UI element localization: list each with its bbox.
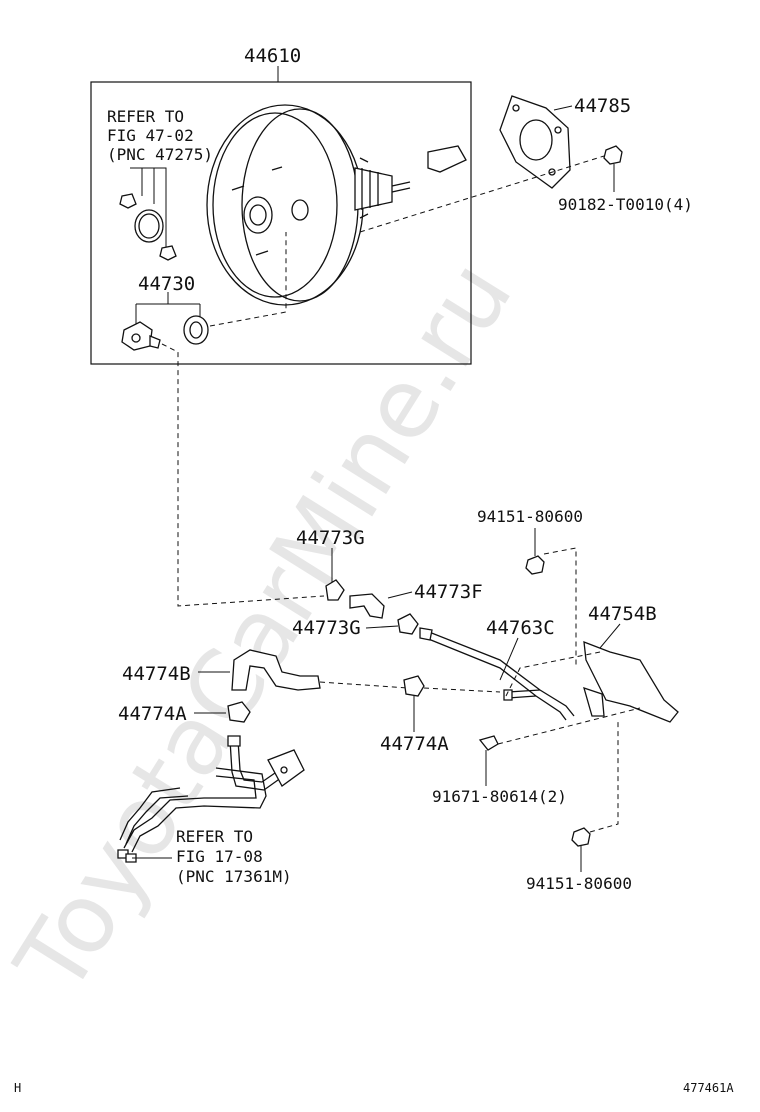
clamp-44774A-mid-icon: [403, 675, 425, 697]
label-44774A-mid: 44774A: [380, 733, 449, 755]
pipe-assembly-17-08: [117, 735, 305, 863]
check-valve-44730: [121, 292, 209, 351]
label-44610: 44610: [244, 45, 301, 67]
label-44774B: 44774B: [122, 663, 191, 685]
dashed-line-clamp-tube: [423, 687, 501, 693]
clevis-icon: [427, 145, 467, 173]
label-44730: 44730: [138, 273, 195, 295]
nut-94151-bottom-icon: [571, 827, 591, 847]
label-refer-47-line3: (PNC 47275): [107, 145, 213, 164]
label-44773F: 44773F: [414, 581, 483, 603]
label-94151-bottom: 94151-80600: [526, 874, 632, 893]
label-91671: 91671-80614(2): [432, 787, 567, 806]
gasket-44785: [499, 95, 571, 189]
dashed-line-grommet-booster: [209, 232, 287, 327]
leader-44773G-mid: [365, 625, 399, 629]
clamp-44773G-top-icon: [325, 579, 345, 601]
leader-44785: [553, 105, 573, 111]
dashed-line-nut-bracket: [543, 547, 577, 668]
bracket-44754B: [583, 641, 679, 723]
dashed-line-valve-hose: [161, 343, 325, 607]
dashed-line-bracket: [505, 651, 601, 697]
dashed-line-booster-nut: [359, 155, 605, 233]
bolt-91671-icon: [478, 735, 499, 751]
label-refer-47-line1: REFER TO: [107, 107, 184, 126]
nut-94151-top-icon: [525, 555, 545, 575]
leader-44754B: [599, 623, 621, 649]
clamp-44774A-left-icon: [227, 701, 251, 723]
footer-left-code: H: [14, 1081, 21, 1095]
dashed-line-bottom-nut: [589, 722, 619, 833]
hose-44773F-icon: [349, 593, 385, 619]
leader-44773F: [387, 591, 413, 599]
footer-figure-number: 477461A: [683, 1081, 734, 1095]
label-refer-17-line3: (PNC 17361M): [176, 867, 292, 886]
dashed-line-bolt-bracket: [497, 707, 641, 745]
label-refer-47-line2: FIG 47-02: [107, 126, 194, 145]
label-refer-17-line2: FIG 17-08: [176, 847, 263, 866]
vacuum-tube-44763C: [419, 627, 575, 721]
brake-booster: [206, 104, 411, 306]
hose-44774B-icon: [231, 649, 321, 691]
label-44773G-top: 44773G: [296, 527, 365, 549]
label-44774A-left: 44774A: [118, 703, 187, 725]
label-44785: 44785: [574, 95, 631, 117]
watermark: ToyotaCarMine.ru: [0, 242, 534, 1013]
leader-44763C: [499, 637, 519, 681]
label-44763C: 44763C: [486, 617, 555, 639]
clamp-44773G-mid-icon: [397, 613, 419, 635]
label-44754B: 44754B: [588, 603, 657, 625]
booster-check-valve-parts: [119, 167, 177, 261]
dashed-line-hose-clamp: [319, 681, 409, 689]
nut-90182-icon: [603, 145, 623, 165]
label-90182: 90182-T0010(4): [558, 195, 693, 214]
assembly-frame: [90, 81, 472, 365]
label-refer-17-line1: REFER TO: [176, 827, 253, 846]
label-44773G-mid: 44773G: [292, 617, 361, 639]
label-94151-top: 94151-80600: [477, 507, 583, 526]
